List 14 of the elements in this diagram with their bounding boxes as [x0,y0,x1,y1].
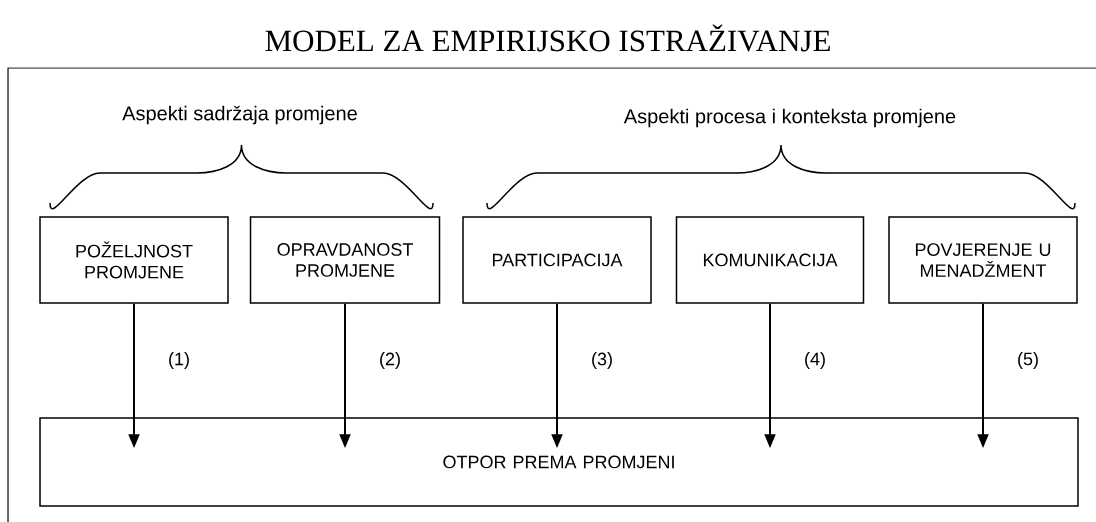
edge-label: (4) [805,352,825,369]
process-box: POVJERENJE U MENADŽMENT [888,216,1078,304]
edge-label: (1) [169,352,189,369]
group-label: Aspekti procesa i konteksta promjene [623,108,956,128]
group-label: Aspekti sadržaja promjene [122,105,357,125]
process-box: POŽELJNOST PROMJENE [39,216,229,304]
process-box: OTPOR PREMA PROMJENI [39,417,1079,507]
title: MODEL ZA EMPIRIJSKO ISTRAŽIVANJE [265,24,830,52]
edge-label: (2) [380,352,400,369]
process-box: OPRAVDANOST PROMJENE [249,216,441,304]
edge-label: (5) [1018,352,1038,369]
process-box: PARTICIPACIJA [462,216,652,304]
process-box: KOMUNIKACIJA [675,216,865,304]
edge-label: (3) [592,352,612,369]
